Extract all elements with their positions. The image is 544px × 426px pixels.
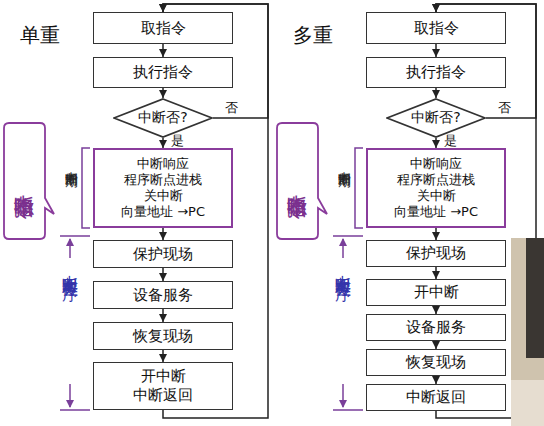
node-text: 保护现场 <box>406 244 466 263</box>
bracket-label: 中断周期 <box>336 161 352 165</box>
span-arrow <box>69 384 71 407</box>
bracket-tick <box>333 236 363 410</box>
section-heading: 单重 <box>20 22 60 49</box>
node-text: 向量地址 →PC <box>121 204 205 220</box>
span-arrow <box>342 239 344 258</box>
flow-arrow <box>162 350 164 362</box>
node-text: 关中断 <box>417 188 456 204</box>
node-text: 中断响应 <box>410 156 462 172</box>
node-text: 中断返回 <box>406 388 466 407</box>
bracket-label: 中断周期 <box>63 161 79 165</box>
callout-bubble: 中断隐指令 <box>3 122 55 240</box>
edge-label: 否 <box>225 99 238 117</box>
outline-shape <box>387 99 485 137</box>
process-box: 开中断中断返回 <box>93 362 233 410</box>
node-text: 开中断 <box>414 283 459 302</box>
flow-arrow <box>162 138 164 148</box>
node-text: 设备服务 <box>406 318 466 337</box>
node-text: 中断隐指令 <box>276 179 318 184</box>
edge-label: 是 <box>171 132 184 150</box>
interrupt-cycle-box: 中断响应程序断点进栈关中断向量地址 →PC <box>93 148 233 228</box>
node-text: 中断隐指令 <box>3 179 45 184</box>
span-arrow <box>342 384 344 407</box>
node-text: 中断响应 <box>137 156 189 172</box>
flow-arrow <box>435 138 437 148</box>
outline-shape <box>114 99 212 137</box>
process-box: 取指令 <box>366 12 506 44</box>
flow-arrow <box>435 88 437 98</box>
process-box: 执行指令 <box>93 57 233 88</box>
flow-arrow <box>162 44 164 57</box>
callout-bubble: 中断隐指令 <box>276 122 328 240</box>
section-heading: 多重 <box>293 22 333 49</box>
node-text: 开中断 <box>141 367 186 386</box>
bracket <box>82 148 90 228</box>
flow-arrow <box>162 88 164 98</box>
node-text: 取指令 <box>414 19 459 38</box>
node-text: 设备服务 <box>133 286 193 305</box>
video-floor <box>511 380 544 426</box>
flow-arrow <box>162 268 164 281</box>
node-text: 中断否? <box>411 109 460 127</box>
flow-arrow <box>435 44 437 57</box>
node-text: 恢复现场 <box>133 327 193 346</box>
node-text: 向量地址 →PC <box>394 204 478 220</box>
process-box: 中断返回 <box>366 384 506 411</box>
node-text: 恢复现场 <box>406 353 466 372</box>
interrupt-cycle-box: 中断响应程序断点进栈关中断向量地址 →PC <box>366 148 506 228</box>
process-box: 保护现场 <box>93 240 233 268</box>
span-label: 中断服务程序 <box>334 262 352 274</box>
flow-arrow <box>435 306 437 314</box>
node-text: 中断返回 <box>133 386 193 405</box>
flow-arrow <box>435 376 437 384</box>
flow-arrow <box>435 267 437 279</box>
edge-label: 是 <box>444 132 457 150</box>
process-box: 设备服务 <box>366 314 506 341</box>
node-text: 中断否? <box>138 109 187 127</box>
node-text: 保护现场 <box>133 245 193 264</box>
span-label: 中断服务程序 <box>61 262 79 274</box>
flow-arrow <box>162 228 164 240</box>
node-text: 执行指令 <box>406 63 466 82</box>
flow-arrow <box>435 341 437 349</box>
node-text: 程序断点进栈 <box>397 172 475 188</box>
edge-label: 否 <box>498 99 511 117</box>
process-box: 恢复现场 <box>366 349 506 376</box>
bracket-tick <box>60 236 90 410</box>
span-arrow <box>69 239 71 258</box>
process-box: 开中断 <box>366 279 506 306</box>
decision-diamond: 中断否? <box>386 98 486 138</box>
node-text: 执行指令 <box>133 63 193 82</box>
video-shadow <box>526 238 544 358</box>
process-box: 设备服务 <box>93 281 233 309</box>
video-frame <box>511 238 544 426</box>
process-box: 取指令 <box>93 12 233 44</box>
bracket <box>355 148 363 228</box>
node-text: 取指令 <box>141 19 186 38</box>
node-text: 程序断点进栈 <box>124 172 202 188</box>
process-box: 执行指令 <box>366 57 506 88</box>
decision-diamond: 中断否? <box>113 98 213 138</box>
process-box: 恢复现场 <box>93 322 233 350</box>
flow-arrow <box>162 309 164 322</box>
process-box: 保护现场 <box>366 240 506 267</box>
node-text: 关中断 <box>144 188 183 204</box>
outline-shape <box>277 123 327 239</box>
outline-shape <box>4 123 54 239</box>
flow-arrow <box>435 228 437 240</box>
